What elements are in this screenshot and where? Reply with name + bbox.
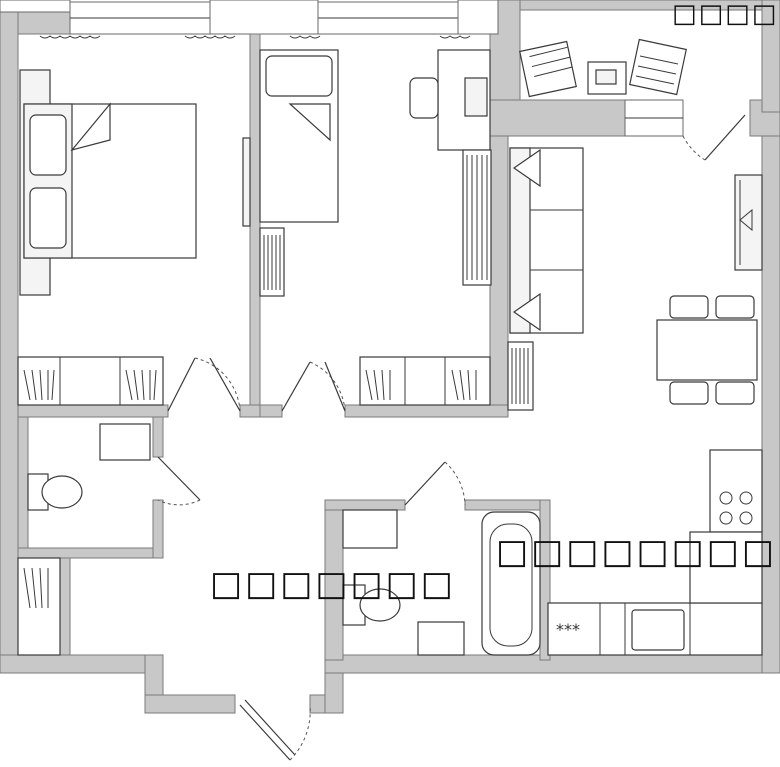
wardrobe-bedroom (17, 356, 164, 406)
entrance-door-leaf (239, 704, 291, 761)
single-bed-pillow (265, 55, 333, 97)
wc (17, 423, 151, 656)
kitchen-sink (631, 609, 685, 651)
tv-living (734, 174, 763, 271)
kids-room (259, 49, 492, 406)
bottom-wall-right (324, 654, 780, 674)
svg-text:***: *** (556, 620, 580, 639)
bathtub (481, 511, 541, 656)
hall-label: □□□□□□□ (210, 564, 456, 604)
left-wall (0, 11, 19, 663)
wall-wc-right-top (152, 416, 164, 458)
bedroom (17, 69, 251, 406)
balcony-right-wall (761, 0, 780, 113)
right-wall (761, 99, 780, 674)
wall-wc-left (17, 416, 29, 558)
toilet-bowl (41, 475, 83, 509)
living-kitchen: *** (507, 147, 763, 656)
dining-chair-1 (669, 295, 709, 319)
bath-sink (417, 621, 465, 656)
bath-door-leaf (404, 461, 446, 506)
doors (157, 114, 746, 761)
balcony-chair-left (519, 40, 577, 98)
wall-kids-bottom-a (259, 404, 283, 418)
kids-door-leaf (281, 361, 311, 412)
bathroom (342, 509, 541, 656)
wall-kids-bottom-b (344, 404, 509, 418)
balcony-label: □□□□ (672, 0, 778, 29)
tv-panel-bedroom (242, 137, 251, 227)
curtain-mid-1 (289, 35, 321, 39)
wc-sink (99, 423, 151, 461)
wall-bedroom-bottom-b (239, 404, 261, 418)
wall-kids-living (489, 135, 509, 413)
dining-chair-2 (715, 295, 755, 319)
dining-chair-4 (715, 381, 755, 405)
bottom-wall-left (0, 654, 161, 674)
outer-walls (0, 0, 780, 714)
wall-wc-bottom (17, 547, 164, 559)
curtain-left-1 (39, 35, 101, 39)
bedroom-door-leaf-a (167, 357, 196, 412)
curtain-mid-2 (439, 35, 471, 39)
wc-door-leaf (157, 456, 201, 501)
wardrobe-kids (359, 356, 491, 406)
windows (0, 0, 684, 137)
wall-bedrooms-divider (249, 33, 261, 413)
wall-wc-right-bottom (152, 499, 164, 559)
dining-table (656, 319, 758, 381)
pillow-top (29, 114, 67, 176)
balcony (519, 38, 687, 98)
balcony-bottom-wall (489, 99, 626, 137)
wall-bath-top-b (464, 499, 548, 511)
washing-machine (342, 509, 398, 549)
kitchen-corner-counter (689, 531, 763, 604)
bath-toilet (359, 588, 401, 622)
balcony-door-leaf (704, 114, 746, 161)
stove (709, 449, 763, 533)
wall-bath-top-a (324, 499, 406, 511)
dining-chair-3 (669, 381, 709, 405)
pillow-bottom (29, 187, 67, 249)
curtain-left-2 (184, 35, 236, 39)
balcony-top-wall (519, 0, 763, 11)
wall-closet (59, 557, 71, 656)
kitchen-living-label: □□□□□□□□ (496, 532, 777, 572)
entrance-wall-bottom-left (144, 694, 236, 714)
wall-bedroom-bottom-a (17, 404, 169, 418)
balcony-chair-right (629, 38, 687, 96)
desk-chair (409, 77, 439, 119)
